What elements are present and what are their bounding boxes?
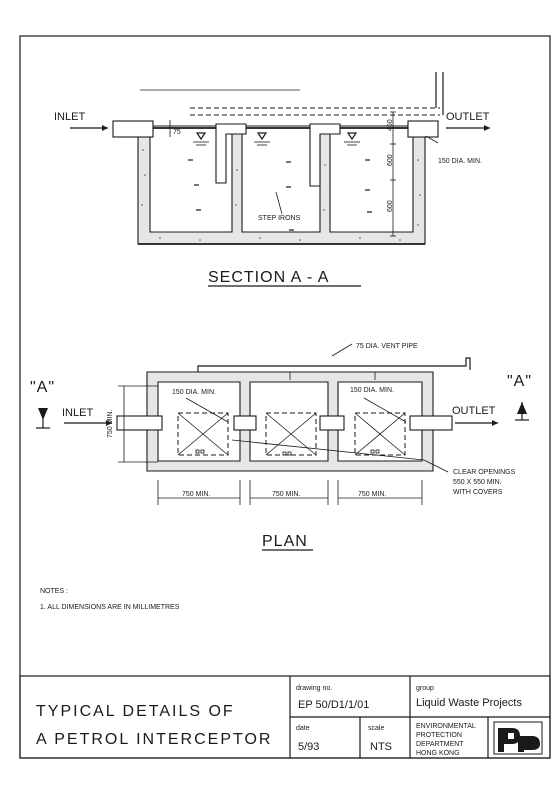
pipe-dia-right-leader — [363, 397, 407, 423]
group-value: Liquid Waste Projects — [416, 697, 522, 709]
section-chamber-wall — [137, 125, 426, 245]
section-step-irons-label: STEP IRONS — [258, 215, 301, 222]
plan-dim-width-lines — [157, 480, 423, 505]
plan-chamber-wall — [146, 371, 434, 472]
plan-heading: PLAN — [262, 533, 308, 550]
plan-inlet-label: INLET — [62, 407, 93, 419]
plan-outlet-pipe — [409, 415, 453, 431]
dept-line-4: HONG KONG — [416, 750, 460, 757]
title-line-1: TYPICAL DETAILS OF — [36, 703, 235, 720]
section-dim-600b: 600 — [387, 200, 394, 212]
clear-openings — [177, 412, 406, 456]
section-heading: SECTION A - A — [208, 269, 329, 286]
epd-logo-icon — [493, 721, 543, 755]
pipe-dia-left-leader — [185, 397, 229, 423]
plan-view: 75 DIA. VENT PIPE "A" "A" INLET OUTLET 1… — [30, 343, 532, 551]
pipe-dia-leader — [425, 135, 439, 144]
drawing-no-label: drawing no. — [296, 685, 332, 692]
plan-section-mark-right: "A" — [507, 373, 532, 390]
group-label: group — [416, 685, 434, 692]
section-dim-600a: 600 — [387, 154, 394, 166]
plan-inlet-pipe — [116, 415, 163, 431]
plan-dim-w1: 750 MIN. — [182, 491, 210, 498]
dip-pipe-2 — [309, 123, 341, 187]
plan-openings-l2: 550 X 550 MIN. — [453, 479, 502, 486]
vent-stack — [435, 72, 444, 115]
section-dim-450: 450 — [387, 119, 394, 131]
step-irons — [188, 159, 372, 231]
drawing-no-value: EP 50/D1/1/01 — [298, 699, 369, 711]
plan-pipe-dia-right: 150 DIA. MIN. — [350, 387, 394, 394]
plan-vent-branches — [289, 372, 376, 380]
title-line-2: A PETROL INTERCEPTOR — [36, 731, 272, 748]
plan-vent-pipe-label: 75 DIA. VENT PIPE — [356, 343, 418, 350]
section-outlet-arrowhead — [484, 125, 490, 131]
dip-pipe-1 — [215, 123, 247, 184]
sheet-border — [19, 35, 551, 759]
section-outlet-pipe — [407, 120, 439, 138]
concrete-speckles — [141, 149, 421, 241]
date-value: 5/93 — [298, 741, 319, 753]
water-level-markers — [193, 132, 360, 146]
section-outlet-label: OUTLET — [446, 111, 490, 123]
dim-chain-ticks — [390, 111, 396, 237]
plan-vent-pipe — [197, 357, 471, 372]
openings-leader-2 — [231, 439, 425, 461]
step-irons-leader — [275, 191, 283, 215]
plan-transfer-pipe-2 — [319, 415, 345, 431]
section-inlet-arrowhead — [102, 125, 108, 131]
section-dim-75: 75 — [173, 129, 181, 136]
plan-outlet-arrowhead — [492, 420, 498, 426]
plan-openings-l3: WITH COVERS — [453, 489, 503, 496]
dept-line-1: ENVIRONMENTAL — [416, 723, 476, 730]
plan-dim-w3: 750 MIN. — [358, 491, 386, 498]
scale-value: NTS — [370, 741, 392, 753]
scale-label: scale — [368, 725, 384, 732]
section-inlet-pipe — [112, 120, 154, 138]
section-inlet-label: INLET — [54, 111, 85, 123]
plan-dim-w2: 750 MIN. — [272, 491, 300, 498]
date-label: date — [296, 725, 310, 732]
plan-openings-l1: CLEAR OPENINGS — [453, 469, 516, 476]
plan-inlet-arrowhead — [106, 420, 112, 426]
section-pipe-dia-label: 150 DIA. MIN. — [438, 158, 482, 165]
plan-transfer-pipe-1 — [233, 415, 257, 431]
plan-small-squares — [195, 449, 380, 456]
vent-pipe-leader — [331, 343, 353, 357]
plan-section-mark-left: "A" — [30, 379, 55, 396]
plan-outlet-label: OUTLET — [452, 405, 496, 417]
section-view: INLET OUTLET 75 450 600 600 150 DIA. MIN… — [54, 72, 490, 287]
dept-line-2: PROTECTION — [416, 732, 462, 739]
notes-heading: NOTES : — [40, 588, 68, 595]
plan-dim-height: 750 MIN. — [107, 410, 114, 438]
plan-pipe-dia-left: 150 DIA. MIN. — [172, 389, 216, 396]
title-block: TYPICAL DETAILS OF A PETROL INTERCEPTOR … — [19, 675, 551, 759]
openings-leader-1 — [423, 459, 449, 473]
notes-item-1: 1. ALL DIMENSIONS ARE IN MILLIMETRES — [40, 604, 180, 611]
dept-line-3: DEPARTMENT — [416, 741, 464, 748]
